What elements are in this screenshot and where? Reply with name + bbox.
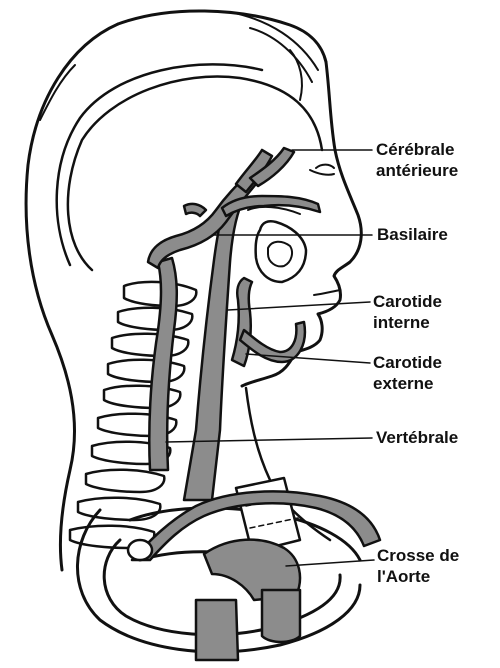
label-cerebrale-anterieure: Cérébrale antérieure — [376, 139, 458, 181]
label-basilaire: Basilaire — [377, 224, 448, 245]
label-carotide-interne-line-1: Carotide — [373, 291, 442, 312]
label-carotide-externe: Carotide externe — [373, 352, 442, 394]
label-basilaire-text: Basilaire — [377, 224, 448, 245]
label-vertebrale-text: Vertébrale — [376, 427, 458, 448]
label-cerebrale-line-2: antérieure — [376, 160, 458, 181]
label-crosse-aorte-line-1: Crosse de — [377, 545, 459, 566]
label-carotide-externe-line-2: externe — [373, 373, 442, 394]
aorta-cut-end — [128, 540, 152, 560]
label-carotide-interne-line-2: interne — [373, 312, 442, 333]
label-cerebrale-line-1: Cérébrale — [376, 139, 458, 160]
orbit-outline — [248, 207, 306, 282]
label-crosse-aorte-line-2: l'Aorte — [377, 566, 459, 587]
label-carotide-interne: Carotide interne — [373, 291, 442, 333]
label-vertebrale: Vertébrale — [376, 427, 458, 448]
label-carotide-externe-line-1: Carotide — [373, 352, 442, 373]
label-crosse-aorte: Crosse de l'Aorte — [377, 545, 459, 587]
